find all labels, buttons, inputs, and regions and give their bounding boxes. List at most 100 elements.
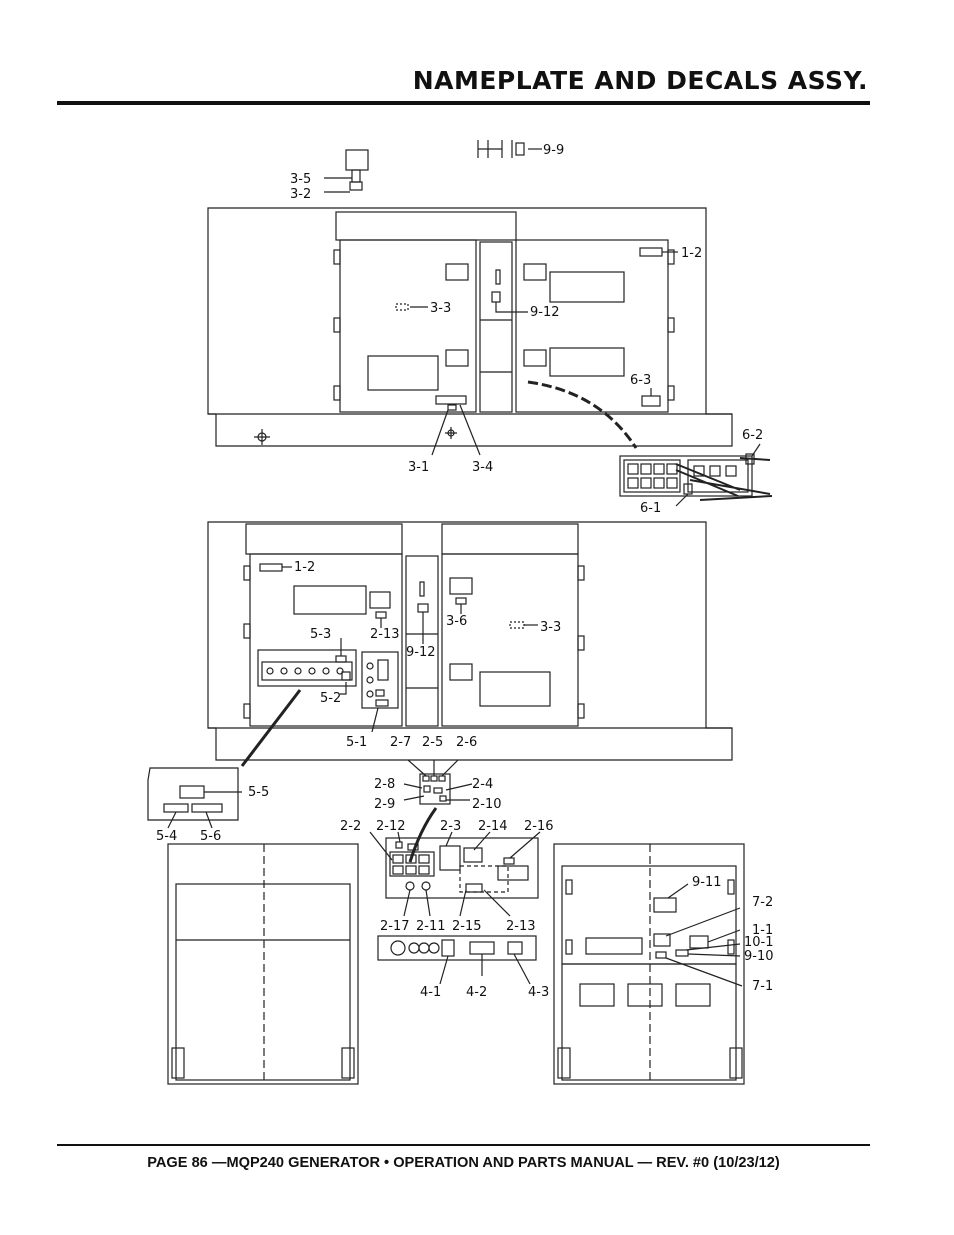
exhaust-stack [345,149,369,171]
decal-9-9 [515,142,525,156]
door-right-m [441,553,579,727]
callout-2-15: 2-15 [452,919,482,934]
callout-1-2: 1-2 [681,246,702,261]
exhaust-cap-decal [351,169,361,183]
callout-2-6: 2-6 [456,735,477,750]
callout-1-1: 1-1 [752,923,773,938]
detail-2-small [403,759,473,805]
decal-9-11 [653,897,677,913]
decal-3-4 [435,395,467,405]
callout-2-12: 2-12 [376,819,406,834]
callout-6-3: 6-3 [630,373,651,388]
header-rule [57,101,870,105]
callout-5-2: 5-2 [320,691,341,706]
door-left [339,239,477,413]
detail-4 [377,935,537,985]
callout-3-6: 3-6 [446,614,467,629]
decal-5-3 [335,655,347,663]
callout-2-8: 2-8 [374,777,395,792]
decal-5-5 [179,785,205,799]
roof-panel [335,211,517,241]
decal-6-2 [745,453,755,465]
callout-3-4: 3-4 [472,460,493,475]
decal-6-3 [641,395,661,407]
callout-9-11: 9-11 [692,875,722,890]
callout-2-13-detail: 2-13 [506,919,536,934]
callout-labels: 9-9 3-5 3-2 1-2 3-3 9-12 6-3 6-2 6-1 3-1… [156,143,774,1000]
lifting-bail [477,140,513,158]
decal-9-10 [675,949,689,957]
callout-7-2: 7-2 [752,895,773,910]
decal-7-2 [653,933,671,947]
callout-5-4: 5-4 [156,829,177,844]
decal-1-2-m [259,563,283,572]
callout-2-11: 2-11 [416,919,446,934]
decal-4-1 [441,939,455,957]
decal-3-3 [395,303,409,311]
callout-9-10: 9-10 [744,949,774,964]
callout-3-3-m: 3-3 [540,620,561,635]
callout-5-6: 5-6 [200,829,221,844]
decal-2-14 [463,847,483,863]
generator-view-middle [207,521,733,863]
callout-arrow-2 [408,807,438,863]
decal-3-6 [455,597,467,605]
decal-4-2 [469,941,495,955]
generator-view-top [207,140,733,456]
detail-5 [147,767,242,829]
callout-4-2: 4-2 [466,985,487,1000]
center-panel-m [405,555,439,727]
callout-10-1: 10-1 [744,935,774,950]
callout-2-13: 2-13 [370,627,400,642]
callout-2-4: 2-4 [472,777,493,792]
callout-3-1: 3-1 [408,460,429,475]
callout-3-3: 3-3 [430,301,451,316]
callout-7-1: 7-1 [752,979,773,994]
decal-5-6 [191,803,223,813]
decal-2-13-detail [465,883,483,893]
roof-panel-left [245,523,403,555]
decal-1-2 [639,247,663,257]
center-panel [479,241,513,413]
decal-5-4 [163,803,189,813]
callout-4-3: 4-3 [528,985,549,1000]
callout-2-10: 2-10 [472,797,502,812]
door-left-m [249,553,403,727]
end-view-left [167,843,359,1085]
exhaust-warning-decal [349,181,363,191]
decal-5-2 [341,671,351,681]
callout-2-14: 2-14 [478,819,508,834]
callout-4-1: 4-1 [420,985,441,1000]
decal-2-13 [375,611,387,619]
roof-panel-right [441,523,579,555]
callout-2-17: 2-17 [380,919,410,934]
decal-1-1 [689,935,709,949]
callout-2-5: 2-5 [422,735,443,750]
callout-2-3: 2-3 [440,819,461,834]
callout-arrow-5 [240,689,302,767]
callout-9-12: 9-12 [530,305,560,320]
decal-7-1 [655,951,667,959]
callout-1-2-m: 1-2 [294,560,315,575]
detail-2-large [369,831,541,917]
callout-2-16: 2-16 [524,819,554,834]
callout-2-9: 2-9 [374,797,395,812]
end-view-right [553,843,745,1085]
callout-3-2: 3-2 [290,187,311,202]
page-title: NAMEPLATE AND DECALS ASSY. [412,66,868,95]
callout-9-9: 9-9 [543,143,564,158]
callout-3-5: 3-5 [290,172,311,187]
footer-text: PAGE 86 —MQP240 GENERATOR • OPERATION AN… [147,1155,780,1171]
nameplate-panel [367,355,439,391]
callout-9-12-m: 9-12 [406,645,436,660]
callout-5-5: 5-5 [248,785,269,800]
decal-3-1 [447,404,457,411]
callout-5-3: 5-3 [310,627,331,642]
callout-2-7: 2-7 [390,735,411,750]
callout-2-2: 2-2 [340,819,361,834]
decal-2-16 [503,857,515,865]
enclosure-top [207,207,733,447]
control-panel [257,649,357,687]
enclosure-middle [207,521,733,761]
